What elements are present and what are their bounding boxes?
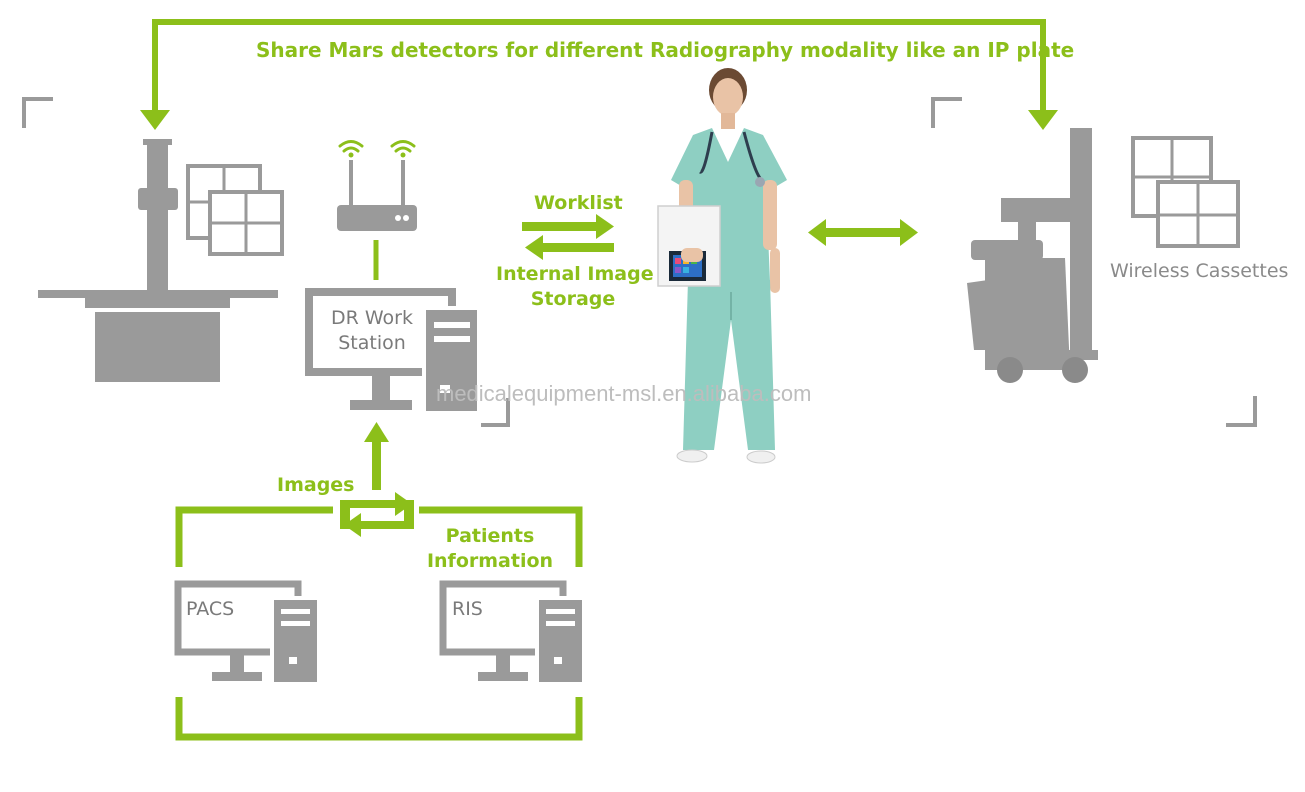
pacs-computer-icon (174, 580, 321, 686)
xray-table-icon (38, 139, 278, 382)
ris-computer-icon (439, 580, 586, 686)
share-title: Share Mars detectors for different Radio… (256, 38, 1075, 62)
internal-storage-line2: Storage (530, 288, 616, 310)
images-exchange-arrows (340, 492, 414, 537)
cassette-panel-icon (1131, 136, 1240, 248)
dr-workstation-line1: DR Work (331, 307, 413, 329)
internal-storage-label: Internal Image Storage (496, 262, 654, 312)
patients-info-line1: Patients (445, 525, 535, 547)
dr-workstation-label: DR Work Station (322, 306, 422, 356)
share-loop-arrow (140, 19, 1058, 130)
detector-panel-icon (186, 164, 284, 256)
dr-workstation-icon (305, 288, 481, 415)
dr-workstation-line2: Station (338, 332, 406, 354)
internal-storage-line1: Internal Image (496, 263, 654, 285)
patients-info-line2: Information (426, 550, 554, 572)
worklist-label: Worklist (534, 192, 623, 214)
wifi-router-icon (337, 140, 417, 231)
wireless-cassettes-label: Wireless Cassettes (1110, 260, 1289, 282)
pacs-label: PACS (186, 598, 235, 620)
mobile-xray-icon (967, 128, 1098, 383)
patients-info-label: Patients Information (425, 524, 555, 574)
workstation-exchange-arrows (522, 214, 614, 260)
up-arrow-to-workstation (364, 422, 389, 490)
nurse-mobile-double-arrow (808, 219, 918, 246)
images-label: Images (277, 474, 355, 496)
nurse-figure (657, 68, 787, 464)
watermark: medicalequipment-msl.en.alibaba.com (436, 381, 812, 406)
network-loop (175, 506, 583, 741)
corner-brackets (22, 97, 1257, 427)
ris-label: RIS (452, 598, 483, 620)
